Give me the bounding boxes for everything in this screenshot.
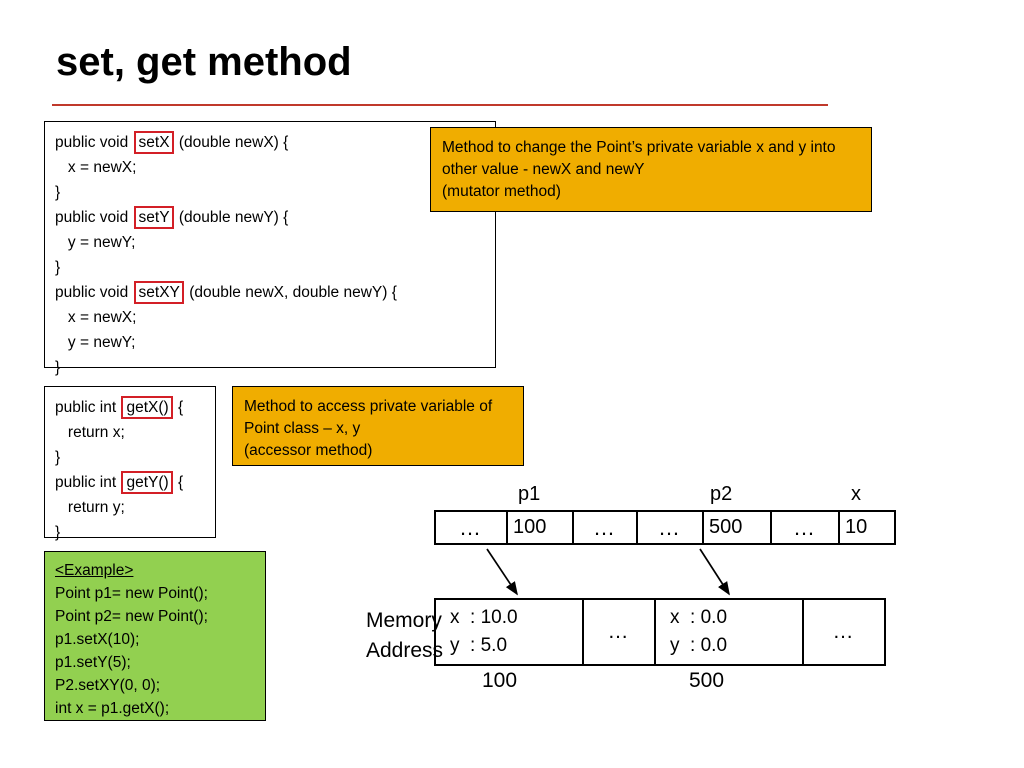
code-line: public void xyxy=(55,284,133,301)
code-line: (double newX, double newY) { xyxy=(184,284,397,301)
heap-memory-row: x : 10.0 y : 5.0 … x : 0.0 y : 0.0 … xyxy=(434,598,886,666)
stack-cell-ellipsis: … xyxy=(574,512,638,543)
object-field-x: x : 0.0 xyxy=(670,607,728,628)
mutator-method-callout: Method to change the Point’s private var… xyxy=(430,127,872,212)
heap-cell-ellipsis: … xyxy=(832,620,856,643)
code-line: public int xyxy=(55,474,121,491)
address-label-500: 500 xyxy=(689,669,725,692)
code-line: public void xyxy=(55,134,133,151)
heap-cell-object: x : 0.0 y : 0.0 xyxy=(656,600,804,664)
code-line: } xyxy=(55,359,61,376)
pointer-label-p2: p2 xyxy=(710,483,733,505)
arrow-p1-to-heap xyxy=(486,548,518,596)
code-line: { xyxy=(173,474,184,491)
example-heading: <Example> xyxy=(55,562,134,579)
object-field-x: x : 10.0 xyxy=(450,607,518,628)
arrow-p2-to-heap xyxy=(699,548,730,596)
get-methods-code-box: public int getX() { return x; } public i… xyxy=(44,386,216,541)
code-line: } xyxy=(55,524,61,541)
memory-address-label: Memory Address xyxy=(366,609,444,662)
gety-highlight: getY() xyxy=(121,471,173,494)
object-field-y: y : 0.0 xyxy=(670,635,728,656)
example-code-box: <Example> Point p1= new Point(); Point p… xyxy=(44,551,266,721)
example-lines: Point p1= new Point(); Point p2= new Poi… xyxy=(55,585,208,717)
stack-cell-value: 500 xyxy=(704,512,772,543)
set-methods-code-box: public void setX (double newX) { x = new… xyxy=(44,121,496,376)
heap-cell-ellipsis: … xyxy=(584,600,656,664)
getx-highlight: getX() xyxy=(121,396,173,419)
stack-cell-ellipsis: … xyxy=(436,512,508,543)
code-line: return x; xyxy=(55,424,125,441)
pointer-label-p1: p1 xyxy=(518,483,541,505)
page-title: set, get method xyxy=(56,40,352,84)
code-line: y = newY; xyxy=(55,234,136,251)
stack-memory-row: …100……500…10 xyxy=(434,510,896,545)
code-line: x = newX; xyxy=(55,159,137,176)
stack-cell-ellipsis: … xyxy=(638,512,704,543)
code-line: public int xyxy=(55,399,121,416)
code-line: (double newX) { xyxy=(174,134,289,151)
pointer-label-x: x xyxy=(851,483,861,505)
address-label-100: 100 xyxy=(482,669,518,692)
code-line: y = newY; xyxy=(55,334,136,351)
stack-cell-ellipsis: … xyxy=(772,512,840,543)
code-line: return y; xyxy=(55,499,125,516)
code-line: x = newX; xyxy=(55,309,137,326)
title-divider xyxy=(52,104,828,106)
heap-cell-object: x : 10.0 y : 5.0 xyxy=(436,600,584,664)
code-line: } xyxy=(55,259,61,276)
code-line: } xyxy=(55,184,61,201)
setx-highlight: setX xyxy=(133,131,174,154)
code-line: } xyxy=(55,449,61,466)
accessor-method-callout: Method to access private variable of Poi… xyxy=(232,386,524,466)
sety-highlight: setY xyxy=(133,206,174,229)
code-line: { xyxy=(173,399,184,416)
stack-cell-value: 100 xyxy=(508,512,574,543)
setxy-highlight: setXY xyxy=(133,281,184,304)
stack-cell-value: 10 xyxy=(845,516,868,538)
object-field-y: y : 5.0 xyxy=(450,635,508,656)
code-line: public void xyxy=(55,209,133,226)
code-line: (double newY) { xyxy=(174,209,289,226)
